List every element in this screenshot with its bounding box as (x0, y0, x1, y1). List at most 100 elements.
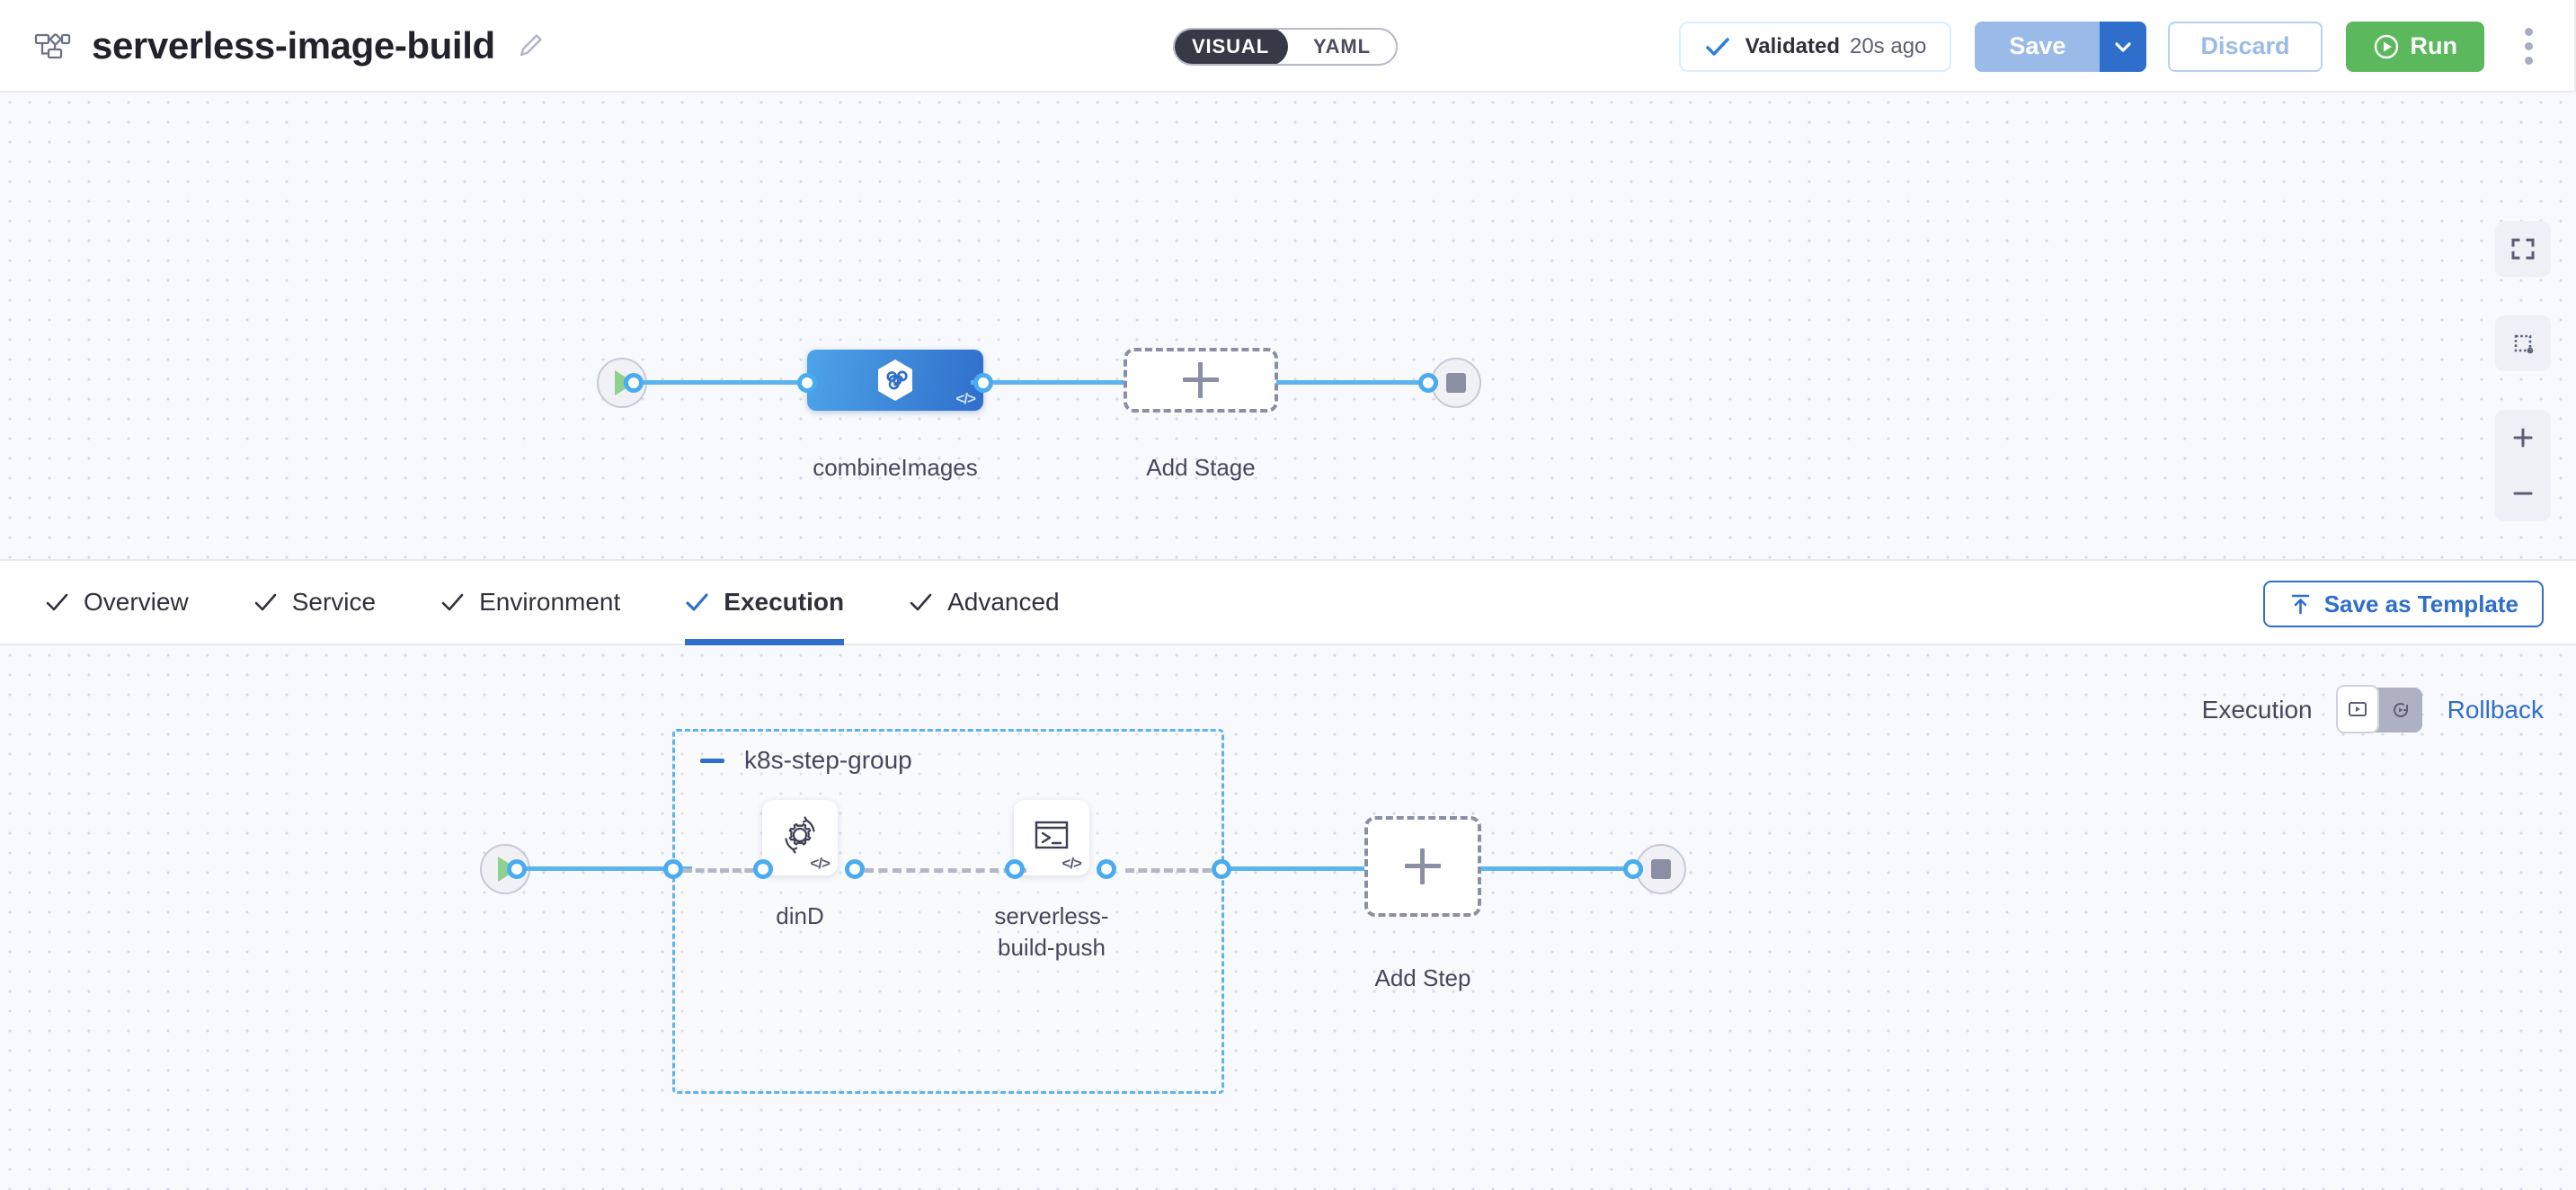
pipeline-diagram-icon (32, 26, 72, 66)
zoom-controls[interactable] (2495, 410, 2551, 521)
step-group-title: k8s-step-group (744, 746, 912, 774)
add-step-button[interactable] (1364, 816, 1481, 917)
validated-status: Validated 20s ago (1678, 21, 1952, 72)
mode-visual[interactable]: VISUAL (1175, 30, 1288, 64)
visual-yaml-toggle[interactable]: VISUAL YAML (1173, 28, 1398, 66)
connector-start-to-stage (629, 380, 809, 385)
stage-label: combineImages (813, 454, 978, 481)
connector-dot-end (1623, 859, 1643, 879)
end-stop-node[interactable] (1636, 844, 1686, 894)
run-button[interactable]: Run (2345, 21, 2484, 72)
zoom-out-icon[interactable] (2495, 466, 2551, 521)
save-button[interactable]: Save (1975, 21, 2101, 72)
connector-dot-group-out (1212, 859, 1231, 879)
connector-dot-end (1418, 373, 1438, 393)
connector-dot-group-in (663, 859, 683, 879)
tab-advanced[interactable]: Advanced (909, 559, 1060, 645)
connector-dind-to-build (865, 868, 1026, 873)
code-badge: </> (955, 390, 976, 407)
fit-to-screen-icon[interactable] (2495, 221, 2551, 277)
header-left: serverless-image-build (32, 24, 546, 67)
step-card-dind[interactable]: </> (762, 800, 838, 875)
save-button-group: Save (1975, 21, 2147, 72)
check-icon (685, 591, 709, 615)
rollback-arrow-icon (2393, 702, 2408, 717)
zoom-in-icon[interactable] (2495, 410, 2551, 466)
pencil-icon[interactable] (515, 31, 546, 61)
tab-label: Advanced (947, 588, 1060, 616)
tab-service[interactable]: Service (253, 559, 376, 645)
kebab-menu-icon[interactable] (2504, 28, 2553, 65)
step-label-serverless-build-push: serverless-build-push (994, 902, 1109, 961)
run-label: Run (2410, 32, 2457, 59)
tab-execution[interactable]: Execution (685, 559, 844, 645)
collapse-minus-icon[interactable] (700, 758, 724, 763)
tab-label: Environment (479, 588, 621, 616)
connector-dot-build-out (1097, 859, 1116, 879)
check-icon (45, 591, 69, 615)
rollback-link[interactable]: Rollback (2447, 696, 2544, 724)
connector-dot-dind-out (845, 859, 865, 879)
connector-dot-start (624, 373, 644, 393)
rollback-toggle-option[interactable] (2379, 688, 2422, 733)
add-stage-button[interactable] (1124, 348, 1278, 413)
execution-rollback-toggle[interactable] (2335, 685, 2422, 733)
steps-canvas[interactable]: Execution Rollback k8s-step-group (0, 645, 2576, 1190)
header-right-edge (2574, 0, 2576, 93)
step-group-header: k8s-step-group (700, 746, 912, 775)
stage-node-combineimages[interactable]: </> (807, 350, 983, 411)
plus-icon (1405, 848, 1441, 884)
ci-infinity-hexagon-icon (871, 356, 919, 404)
execution-label: Execution (2201, 696, 2313, 724)
mode-yaml[interactable]: YAML (1313, 35, 1371, 58)
step-group-k8s[interactable]: k8s-step-group (672, 729, 1224, 1094)
stage-canvas[interactable]: </> combineImages Add Stage (0, 93, 2576, 559)
connector-dot-stage-out (973, 373, 993, 393)
tab-overview[interactable]: Overview (45, 559, 189, 645)
plus-icon (1183, 362, 1219, 398)
validated-label: Validated (1745, 33, 1840, 58)
code-badge: </> (810, 855, 831, 872)
play-circle-icon (2373, 33, 2400, 60)
connector-dot-start (507, 859, 527, 879)
stop-square-icon (1651, 859, 1671, 879)
discard-button[interactable]: Discard (2168, 21, 2323, 72)
add-stage-label: Add Stage (1146, 454, 1256, 481)
connector-stage-to-addstage (971, 380, 1124, 385)
connector-build-to-group-out (1125, 868, 1224, 873)
step-card-serverless-build-push[interactable]: </> (1014, 800, 1089, 875)
selection-marquee-button[interactable] (2495, 315, 2551, 371)
connector-group-in-to-dind (683, 868, 766, 873)
stop-square-icon (1446, 373, 1466, 393)
connector-dot-dind-in (753, 859, 773, 879)
connector-group-to-addstep (1221, 866, 1364, 871)
terminal-icon (1028, 812, 1075, 858)
fit-to-screen-button[interactable] (2495, 221, 2551, 277)
stage-config-tabs: Overview Service Environment Execution A… (0, 559, 2576, 645)
connector-dot-build-in (1005, 859, 1025, 879)
end-stop-node[interactable] (1431, 358, 1481, 408)
step-label-dind: dinD (776, 902, 824, 929)
validated-time: 20s ago (1849, 33, 1927, 58)
save-as-template-button[interactable]: Save as Template (2262, 581, 2544, 627)
page-title: serverless-image-build (92, 23, 495, 67)
connector-dot-stage-in (797, 373, 817, 393)
save-dropdown-button[interactable] (2100, 21, 2147, 72)
chevron-down-icon (2115, 41, 2132, 52)
header-actions: Validated 20s ago Save Discard Run (1678, 0, 2576, 93)
selection-marquee-icon[interactable] (2495, 315, 2551, 371)
tab-environment[interactable]: Environment (440, 559, 620, 645)
check-icon (253, 591, 278, 615)
template-upload-icon (2288, 592, 2313, 617)
check-icon (909, 591, 933, 615)
connector-start-to-group (512, 866, 692, 871)
connector-addstep-to-end (1481, 866, 1643, 871)
add-step-label: Add Step (1374, 964, 1471, 991)
tab-label: Overview (84, 588, 189, 616)
connector-addstage-to-end (1276, 380, 1438, 385)
execution-toggle-option[interactable] (2335, 685, 2379, 733)
check-icon (440, 591, 465, 615)
check-icon (1704, 33, 1731, 60)
tab-label: Execution (724, 588, 845, 616)
execution-play-box-icon (2348, 702, 2367, 716)
